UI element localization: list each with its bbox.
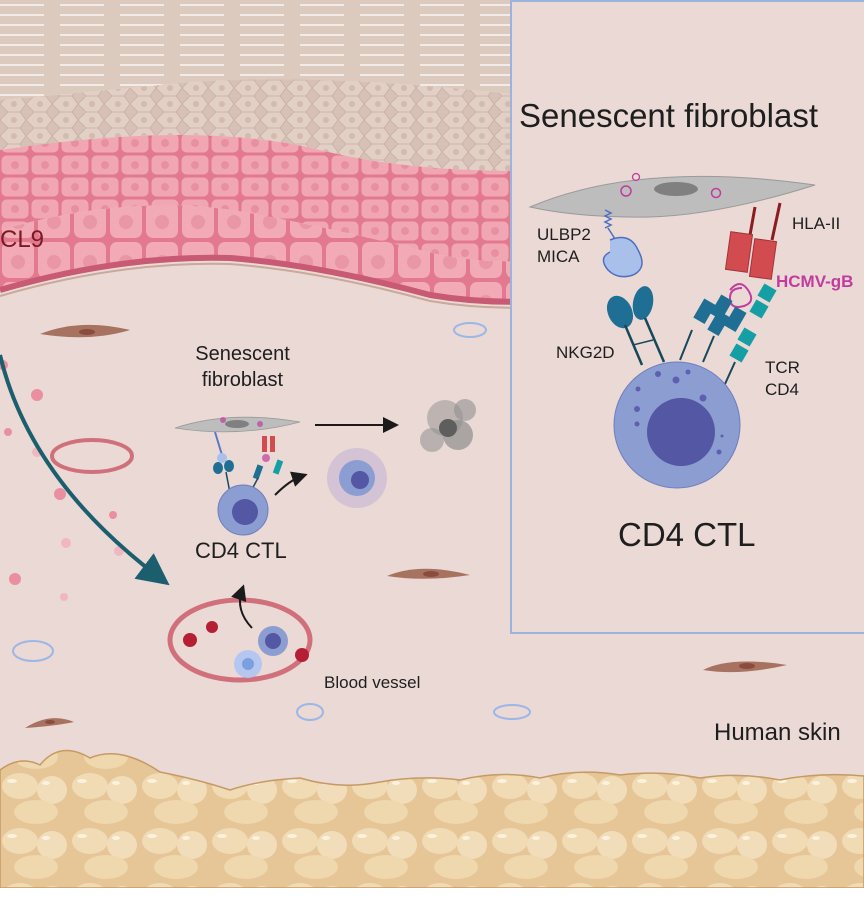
nkg2d-label: NKG2D [556, 343, 615, 362]
ulbp2-mica-ligand [602, 209, 643, 278]
small-fibroblast-label-line2: fibroblast [201, 369, 284, 391]
kill-arrow [274, 471, 308, 496]
dermal-fibroblast-4 [25, 718, 74, 728]
hcmv-gb-peptide [728, 283, 753, 308]
inset-panel [510, 0, 864, 634]
ulbp2-label: ULBP2 [537, 225, 591, 244]
inset-title: Senescent fibroblast [519, 97, 819, 134]
ulbp2-mica-label: ULBP2 MICA [537, 224, 591, 268]
apoptotic-debris [420, 399, 476, 452]
cxcl9-label: CL9 [0, 226, 45, 253]
inset-cd4-ctl-label: CD4 CTL [618, 516, 756, 553]
dying-fibroblast [327, 448, 387, 508]
dermal-fibroblast-1 [40, 324, 130, 338]
mica-label: MICA [537, 247, 580, 266]
lymphatic-vessel-1 [453, 322, 487, 338]
small-senescent-fibroblast [174, 416, 301, 433]
dermal-fibroblast-2 [387, 568, 470, 579]
small-cd4-ctl-label: CD4 CTL [195, 538, 287, 563]
capillary [50, 438, 134, 474]
extravasation-arrow [231, 584, 253, 629]
small-fibroblast-label-line1: Senescent [195, 343, 290, 365]
tcr-cd4-label: TCR CD4 [765, 357, 800, 401]
human-skin-label: Human skin [714, 719, 841, 746]
subcutaneous-fat [0, 749, 864, 889]
hla-ii-molecule [724, 202, 782, 280]
blood-vessel-label: Blood vessel [324, 673, 421, 692]
inset-cd4-ctl-cell [613, 361, 741, 489]
tcr-receptor [679, 294, 747, 363]
migration-arrow [0, 354, 170, 586]
small-cd4-ctl-cell [217, 484, 269, 536]
dermal-fibroblast-3 [703, 661, 787, 673]
small-receptor-complex [213, 431, 284, 494]
hla-ii-label: HLA-II [792, 214, 841, 233]
tcr-label: TCR [765, 358, 800, 377]
cd4-coreceptor [724, 283, 777, 385]
nkg2d-receptor [606, 286, 666, 366]
hcmv-gb-label: HCMV-gB [776, 272, 854, 291]
lymphatic-vessel-2 [12, 640, 54, 662]
lymphatic-vessel-3 [296, 703, 324, 721]
inset-senescent-fibroblast [528, 172, 816, 218]
blood-vessel [167, 597, 313, 683]
small-fibroblast-label: Senescent fibroblast [170, 341, 315, 393]
lymphatic-vessel-4 [493, 704, 531, 720]
cd4-label: CD4 [765, 380, 800, 399]
